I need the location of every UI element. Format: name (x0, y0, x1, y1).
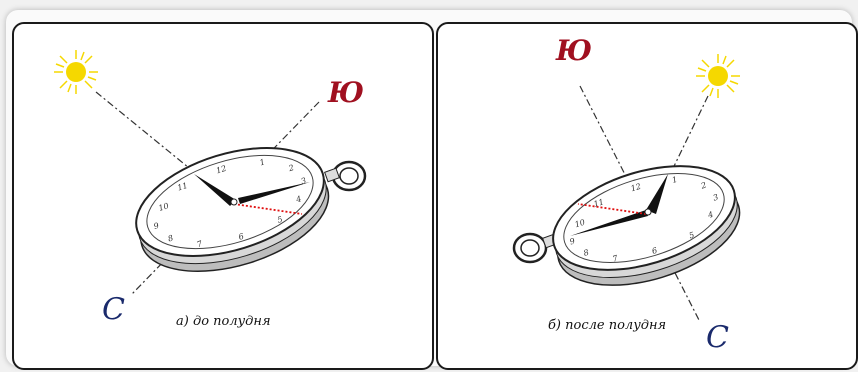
watch-pivot (231, 199, 237, 205)
south-label: Ю (556, 34, 592, 67)
watch-crown (514, 234, 557, 262)
caption-before-noon: а) до полудня (176, 314, 271, 329)
north-label: С (706, 320, 729, 355)
sun-icon (54, 50, 98, 94)
sun-icon (696, 54, 740, 98)
watch-crown (325, 162, 365, 190)
sun-ray (96, 92, 194, 172)
watch-pivot (645, 209, 651, 215)
north-label: С (102, 292, 125, 327)
south-label: Ю (328, 76, 364, 109)
caption-after-noon: б) после полудня (548, 318, 666, 333)
